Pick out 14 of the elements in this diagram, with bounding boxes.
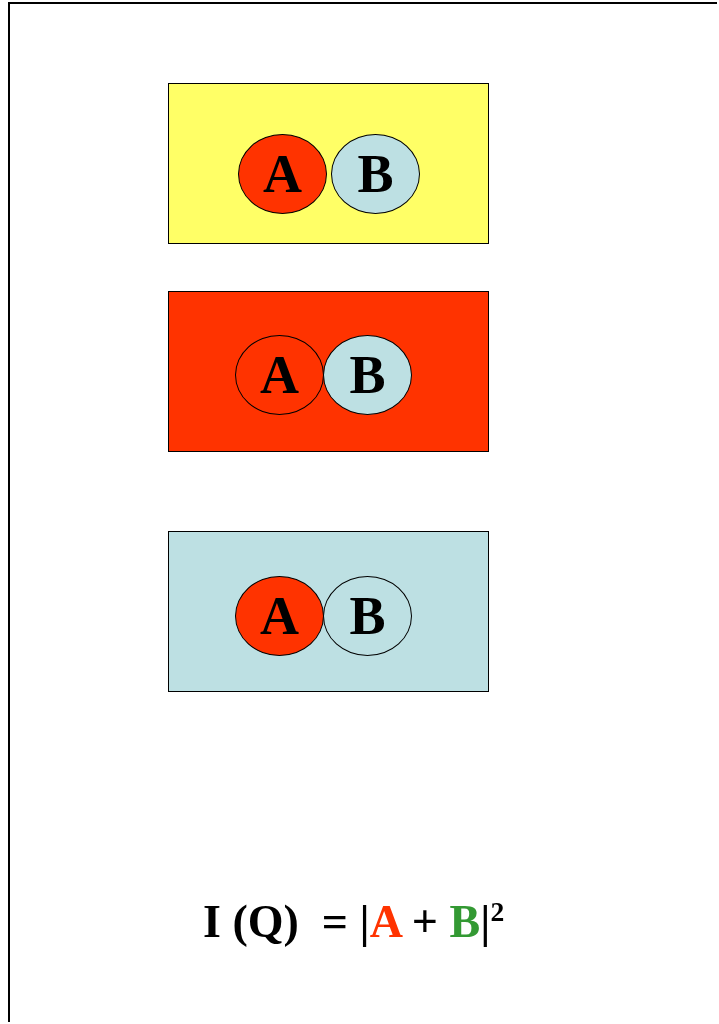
panel [168,531,489,692]
panel [168,83,489,244]
formula-text: B [449,896,481,947]
letter-ellipse: B [331,134,420,214]
letter-ellipse: A [235,576,324,656]
formula-text: + [411,896,439,947]
letter-ellipse: B [323,576,412,656]
formula-text: A [369,896,401,947]
letter-ellipse: A [238,134,327,214]
formula-text: |$^{2}$ [480,896,505,947]
letter-ellipse: A [235,335,324,415]
letter-ellipse: B [323,335,412,415]
panel [168,291,489,452]
formula-text: I (Q) = | [203,896,370,947]
